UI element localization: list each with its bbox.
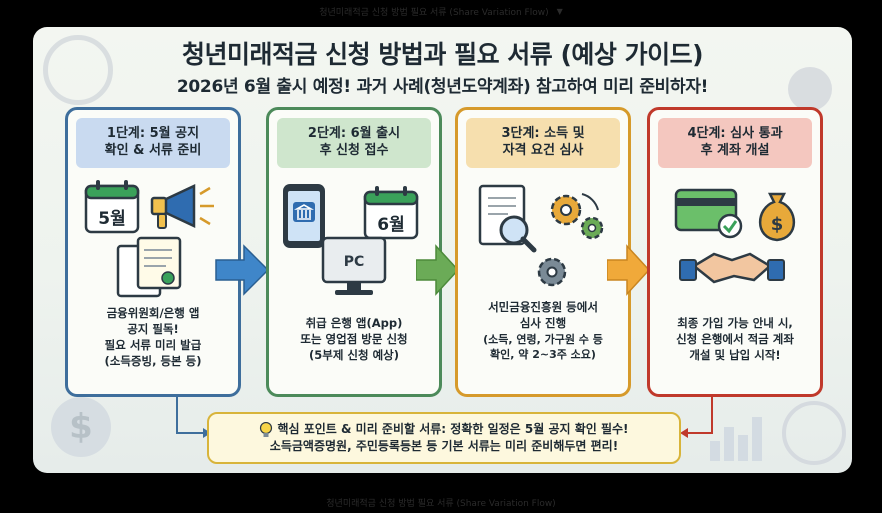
- step-2-heading-line1: 2단계: 6월 출시: [307, 126, 401, 142]
- step-2-desc-line: 또는 영업점 방문 신청: [300, 331, 408, 346]
- step-2-illustration: 6월 PC: [283, 184, 419, 295]
- step-3-desc-line: 서민금융진흥원 등에서: [488, 300, 598, 314]
- page-subtitle: 2026년 6월 출시 예정! 과거 사례(청년도약계좌) 참고하여 미리 준비…: [176, 77, 709, 97]
- lightbulb-icon: [260, 421, 273, 437]
- tip-box: 핵심 포인트 & 미리 준비할 서류: 정확한 일정은 5월 공지 확인 필수!…: [207, 412, 681, 464]
- step-3-heading-line1: 3단계: 소득 및: [501, 126, 585, 142]
- smartphone-bank-icon: [283, 184, 325, 248]
- calendar-icon: 6월: [363, 186, 419, 240]
- step-4-heading-line1: 4단계: 심사 통과: [687, 126, 783, 142]
- connector-arrow-icon: [680, 397, 713, 438]
- step-1-heading-line1: 1단계: 5월 공지: [106, 126, 200, 142]
- top-toolbar-label: 청년미래적금 신청 방법 필요 서류 (Share Variation Flow…: [319, 7, 549, 18]
- step-4-description: 최종 가입 가능 안내 시, 신청 은행에서 적금 계좌 개설 및 납입 시작!: [656, 316, 814, 364]
- pc-icon: PC: [321, 236, 387, 295]
- step-2-pc-text: PC: [344, 254, 365, 270]
- step-3-illustration: [478, 184, 604, 287]
- document-search-icon: [478, 184, 537, 253]
- handshake-icon: [679, 252, 785, 284]
- bar-chart-icon: [710, 417, 762, 461]
- step-2-calendar-text: 6월: [377, 215, 404, 235]
- step-4-heading-line2: 후 계좌 개설: [700, 143, 770, 158]
- step-1-description: 금융위원회/은행 앱 공지 필독! 필요 서류 미리 발급 (소득증빙, 등본 …: [74, 306, 232, 369]
- clock-icon: [782, 401, 846, 465]
- arrow-right-icon: [416, 244, 460, 296]
- step-4-desc-line: 신청 은행에서 적금 계좌: [676, 331, 794, 346]
- bottom-toolbar-label: 청년미래적금 신청 방법 필요 서류 (Share Variation Flow…: [326, 498, 556, 509]
- step-4-illustration: $: [674, 188, 795, 284]
- tip-line-2: 소득금액증명원, 주민등록등본 등 기본 서류는 미리 준비해두면 편리!: [269, 439, 619, 453]
- gear-icon: [537, 193, 604, 287]
- top-toolbar: 청년미래적금 신청 방법 필요 서류 (Share Variation Flow…: [0, 0, 882, 22]
- tip-line-1: 핵심 포인트 & 미리 준비할 서류: 정확한 일정은 5월 공지 확인 필수!: [277, 422, 629, 437]
- bottom-toolbar: 청년미래적금 신청 방법 필요 서류 (Share Variation Flow…: [0, 491, 882, 513]
- megaphone-icon: [150, 184, 214, 229]
- step-1-desc-line: 필요 서류 미리 발급: [104, 337, 202, 352]
- step-3-heading-line2: 자격 요건 심사: [502, 143, 584, 158]
- step-1-desc-line: 금융위원회/은행 앱: [106, 306, 200, 320]
- coin-icon: [788, 67, 832, 111]
- calendar-icon: 5월: [84, 180, 140, 234]
- step-4-desc-line: 최종 가입 가능 안내 시,: [677, 316, 793, 330]
- step-3-desc-line: 심사 진행: [519, 315, 567, 330]
- step-4-desc-line: 개설 및 납입 시작!: [689, 347, 781, 362]
- page-title: 청년미래적금 신청 방법과 필요 서류 (예상 가이드): [181, 40, 704, 69]
- step-1-calendar-text: 5월: [98, 209, 125, 229]
- step-3-desc-line: 확인, 약 2~3주 소요): [490, 347, 596, 361]
- step-3-desc-line: (소득, 연령, 가구원 수 등: [483, 332, 603, 346]
- step-1-desc-line: 공지 필독!: [127, 321, 179, 336]
- svg-text:$: $: [771, 214, 784, 235]
- infographic-card: $ 청년미래적금 신청 방법과 필요 서류 (예상 가이드) 2026년 6월 …: [33, 27, 852, 473]
- card-check-icon: [674, 188, 743, 239]
- step-2-desc-line: (5부제 신청 예상): [308, 347, 399, 362]
- chevron-down-icon[interactable]: ▼: [556, 6, 563, 16]
- arrow-right-icon: [215, 244, 270, 296]
- step-1-desc-line: (소득증빙, 등본 등): [104, 353, 202, 368]
- step-2-heading-line2: 후 신청 접수: [319, 143, 389, 158]
- step-1-illustration: 5월: [84, 180, 214, 298]
- document-icon: [116, 236, 182, 298]
- step-2-description: 취급 은행 앱(App) 또는 영업점 방문 신청 (5부제 신청 예상): [275, 316, 433, 364]
- step-3-description: 서민금융진흥원 등에서 심사 진행 (소득, 연령, 가구원 수 등 확인, 약…: [464, 300, 622, 362]
- arrow-right-icon: [607, 244, 651, 296]
- step-2-desc-line: 취급 은행 앱(App): [305, 316, 403, 330]
- money-bag-icon: $: [759, 192, 795, 242]
- dollar-coin-icon: $: [51, 397, 111, 457]
- clock-icon: [43, 35, 113, 105]
- step-1-heading-line2: 확인 & 서류 준비: [104, 143, 202, 158]
